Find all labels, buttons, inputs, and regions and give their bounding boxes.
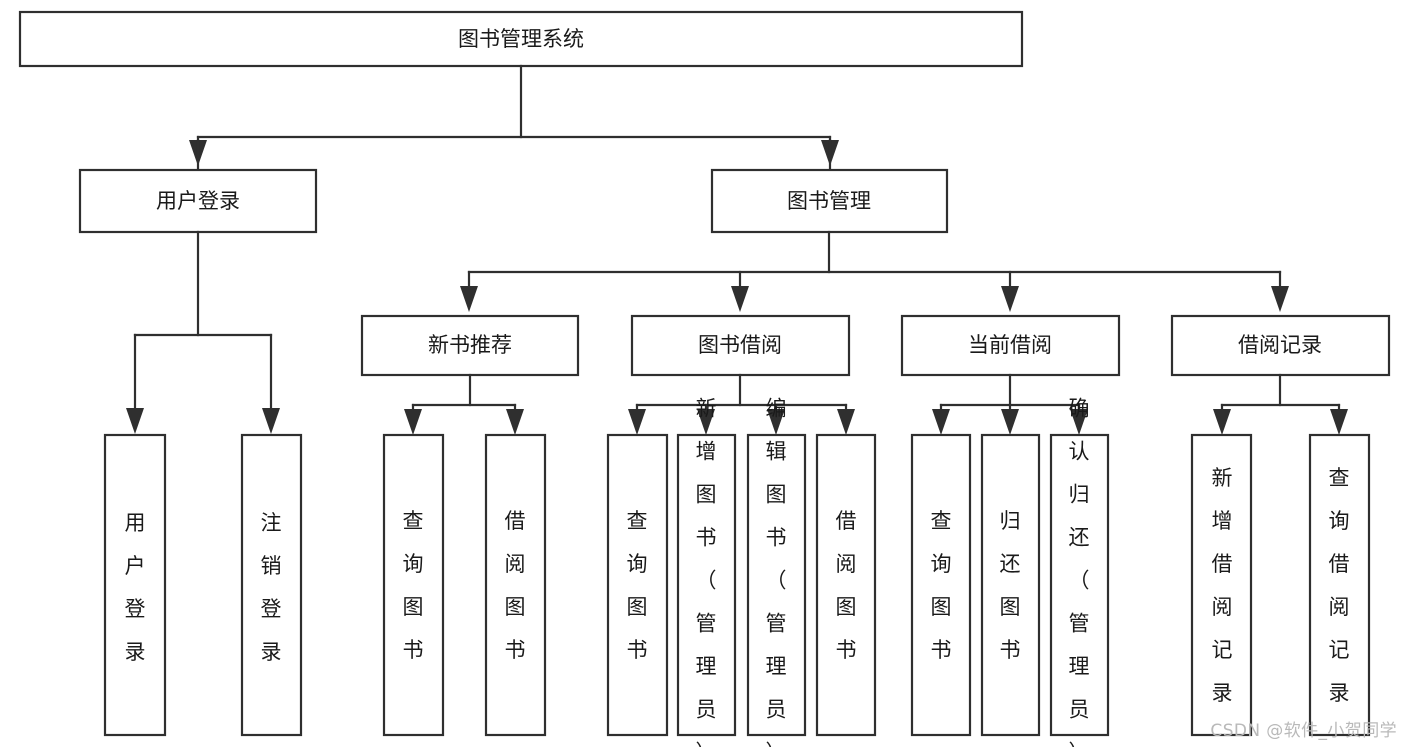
arrow-to-borrow-record [1271,286,1289,312]
arrow-to-leaf-logout [262,408,280,434]
node-new-book-recommend[interactable]: 新书推荐 [360,314,580,377]
leaf-return-book-label: 归还图书 [1000,509,1021,662]
connector-current-borrow-to-leaves [932,373,1088,435]
arrow-to-leaf-borrow-book-2 [837,409,855,435]
leaf-borrow-book-1[interactable]: 借阅图书 [484,433,547,737]
arrow-to-leaf-query-book-2 [628,409,646,435]
leaf-add-book[interactable]: 新增图书（管理员） [676,396,737,747]
leaf-query-book-3[interactable]: 查询图书 [910,433,972,737]
node-book-borrow[interactable]: 图书借阅 [630,314,851,377]
arrow-to-leaf-return-book [1001,409,1019,435]
node-user-login[interactable]: 用户登录 [78,168,318,234]
leaf-query-record[interactable]: 查询借阅记录 [1308,433,1371,737]
node-root-label: 图书管理系统 [458,27,584,51]
arrow-to-leaf-query-record [1330,409,1348,435]
leaf-query-book-3-label: 查询图书 [931,509,952,662]
node-root[interactable]: 图书管理系统 [18,10,1024,68]
arrow-to-leaf-borrow-book-1 [506,409,524,435]
node-book-manage-label: 图书管理 [787,189,871,213]
arrow-to-book-borrow [731,286,749,312]
node-borrow-record-label: 借阅记录 [1238,333,1322,357]
leaf-logout-label: 注销登录 [261,511,282,664]
connector-borrow-record-to-leaves [1213,373,1348,435]
leaf-user-login[interactable]: 用户登录 [103,433,167,737]
leaf-edit-book-label: 编辑图书（管理员） [766,396,787,747]
leaf-borrow-book-2[interactable]: 借阅图书 [815,433,877,737]
node-book-manage[interactable]: 图书管理 [710,168,949,234]
leaf-borrow-book-2-label: 借阅图书 [836,509,857,662]
connector-root-to-level2 [189,64,839,170]
arrow-to-leaf-user-login [126,408,144,434]
arrow-to-new-book-recommend [460,286,478,312]
connector-new-book-recommend-to-leaves [404,373,524,435]
connector-user-login-to-leaves [126,230,280,434]
node-current-borrow-label: 当前借阅 [968,333,1052,357]
leaf-query-book-1-label: 查询图书 [403,509,424,662]
leaf-add-record-label: 新增借阅记录 [1212,466,1233,705]
leaf-add-record[interactable]: 新增借阅记录 [1190,433,1253,737]
leaf-query-record-label: 查询借阅记录 [1329,466,1350,705]
leaf-logout[interactable]: 注销登录 [240,433,303,737]
leaf-query-book-1[interactable]: 查询图书 [382,433,445,737]
leaf-confirm-return-label: 确认归还（管理员） [1069,396,1090,747]
leaf-return-book[interactable]: 归还图书 [980,433,1041,737]
connector-book-manage-to-level3 [460,230,1289,312]
leaf-query-book-2-label: 查询图书 [627,509,648,662]
node-book-borrow-label: 图书借阅 [698,333,782,357]
leaf-borrow-book-1-label: 借阅图书 [505,509,526,662]
arrow-to-leaf-add-record [1213,409,1231,435]
arrow-to-leaf-query-book-1 [404,409,422,435]
node-new-book-recommend-label: 新书推荐 [428,333,512,357]
leaf-confirm-return[interactable]: 确认归还（管理员） [1049,396,1110,747]
leaf-edit-book[interactable]: 编辑图书（管理员） [746,396,807,747]
connector-book-borrow-to-leaves [628,373,855,435]
arrow-to-leaf-query-book-3 [932,409,950,435]
arrow-to-current-borrow [1001,286,1019,312]
leaf-user-login-label: 用户登录 [125,511,146,664]
leaf-add-book-label: 新增图书（管理员） [696,396,717,747]
leaf-query-book-2[interactable]: 查询图书 [606,433,669,737]
node-user-login-label: 用户登录 [156,189,240,213]
node-current-borrow[interactable]: 当前借阅 [900,314,1121,377]
csdn-watermark: CSDN @软件_小贺同学 [1210,721,1397,741]
node-borrow-record[interactable]: 借阅记录 [1170,314,1391,377]
